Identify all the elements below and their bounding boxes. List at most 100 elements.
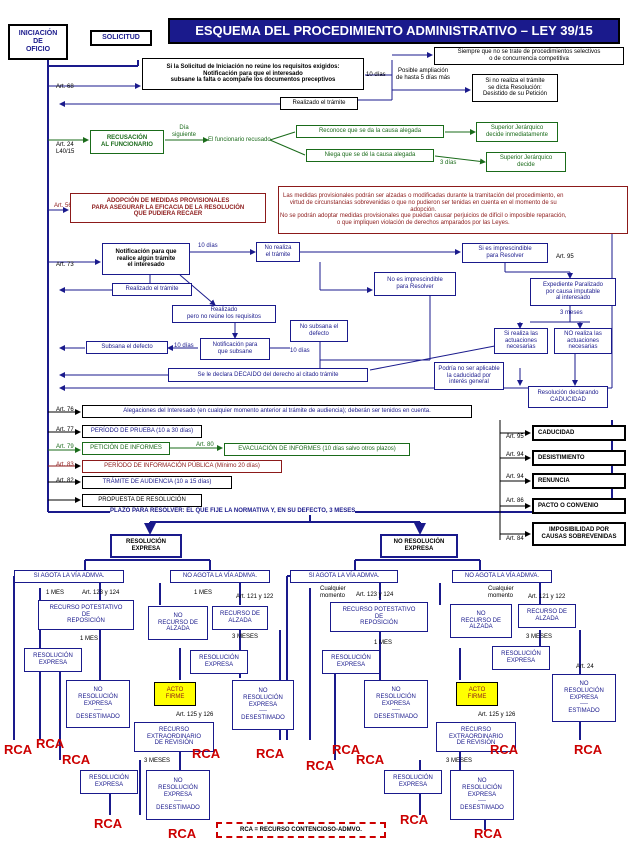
tramite-10-dias-c: 10 días xyxy=(290,348,310,354)
left-noagota-box: NO AGOTA LA VÍA ADMVA. xyxy=(170,570,270,583)
rca-label: RCA xyxy=(306,758,335,773)
no-realiza-actuaciones-box: NO realiza las actuaciones necesarias xyxy=(554,328,612,354)
art-73: Art. 73 xyxy=(56,262,74,268)
right-3-meses-b: 3 MESES xyxy=(446,758,473,764)
competitiva-box: Siempre que no se trate de procedimiento… xyxy=(434,47,624,65)
lista-art: Art. 83 xyxy=(56,462,74,468)
art-24-l40: Art. 24 L40/15 xyxy=(56,142,75,155)
reconoce-box: Reconoce que se da la causa alegada xyxy=(296,125,444,138)
ampliacion-text: Posible ampliación de hasta 5 días más xyxy=(396,68,451,81)
right-alzada-box: RECURSO DE ALZADA xyxy=(518,604,576,628)
terminacion-item: DESISTIMIENTO xyxy=(532,450,626,466)
interes-general-box: Podría no ser aplicable la caducidad por… xyxy=(434,362,504,390)
lista-art: Art. 82 xyxy=(56,478,74,484)
recusacion-3-dias: 3 días xyxy=(440,160,457,166)
subsanacion-10-dias: 10 días xyxy=(366,72,386,78)
no-resolucion-expresa-head: NO RESOLUCIÓN EXPRESA xyxy=(380,534,458,558)
terminacion-art: Art. 95 xyxy=(506,434,524,440)
solicitud-box: SOLICITUD xyxy=(90,30,152,46)
left-no-alzada-box: NO RECURSO DE ALZADA xyxy=(148,606,208,640)
art-56: Art. 56 xyxy=(54,203,72,209)
right-cualquier2: Cualquier momento xyxy=(488,586,514,599)
lista-art: Art. 77 xyxy=(56,427,74,433)
no-imprescindible-box: No es imprescindible para Resolver xyxy=(374,272,456,296)
no-realiza-tramite-box: No realiza el trámite xyxy=(256,242,300,262)
left-no-res-expresa3-box: NO RESOLUCIÓN EXPRESA ---- DESESTIMADO xyxy=(146,770,210,820)
niega-box: Niega que se dé la causa alegada xyxy=(306,149,434,162)
rca-label: RCA xyxy=(256,746,285,761)
lista-item: PERÍODO DE PRUEBA (10 a 30 días) xyxy=(82,425,202,438)
terminacion-item: PACTO O CONVENIO xyxy=(532,498,626,514)
rca-legend: RCA = RECURSO CONTENCIOSO-ADMVO. xyxy=(216,822,386,838)
right-revision-box: RECURSO EXTRAORDINARIO DE REVISIÓN xyxy=(436,722,516,752)
left-revision-box: RECURSO EXTRAORDINARIO DE REVISIÓN xyxy=(134,722,214,752)
subsana-defecto-box: Subsana el defecto xyxy=(86,341,168,354)
terminacion-art: Art. 86 xyxy=(506,498,524,504)
right-no-res-expresa-box: NO RESOLUCIÓN EXPRESA ---- DESESTIMADO xyxy=(364,680,428,728)
provisionales-nota-box: Las medidas provisionales podrán ser alz… xyxy=(278,186,628,234)
subsanacion-box: Si la Solicitud de Iniciación no reúne l… xyxy=(142,58,364,90)
lista-art: Art. 76 xyxy=(56,407,74,413)
rca-label: RCA xyxy=(94,816,123,831)
terminacion-item: CADUCIDAD xyxy=(532,425,626,441)
terminacion-art: Art. 84 xyxy=(506,536,524,542)
lista-art: Art. 79 xyxy=(56,444,74,450)
left-alzada-box: RECURSO DE ALZADA xyxy=(212,606,268,630)
art-80: Art. 80 xyxy=(196,442,214,448)
rca-label: RCA xyxy=(474,826,503,841)
lista-item: TRÁMITE DE AUDIENCIA (10 a 15 días) xyxy=(82,476,232,489)
tramite-3-meses: 3 meses xyxy=(560,310,583,316)
left-potestativo-box: RECURSO POTESTATIVO DE REPOSICIÓN xyxy=(38,600,134,630)
dia-siguiente: Día siguiente xyxy=(172,125,197,138)
lista-item: PROPUESTA DE RESOLUCIÓN xyxy=(82,494,202,507)
right-cualquier: Cualquier momento xyxy=(320,586,346,599)
left-no-res-expresa2-box: NO RESOLUCIÓN EXPRESA ---- DESESTIMADO xyxy=(232,680,294,730)
rca-label: RCA xyxy=(490,742,519,757)
left-acto-firme-box: ACTO FIRME xyxy=(154,682,196,706)
right-res-expresa-box: RESOLUCIÓN EXPRESA xyxy=(322,650,380,674)
superior-inmediato-box: Superior Jerárquico decide inmediatament… xyxy=(476,122,558,142)
lista-item: Alegaciones del Interesado (en cualquier… xyxy=(82,405,472,418)
rca-label: RCA xyxy=(356,752,385,767)
notificacion-tramite-box: Notificación para que realice algún trám… xyxy=(102,243,190,275)
lista-item: PETICIÓN DE INFORMES xyxy=(82,442,170,455)
rca-label: RCA xyxy=(36,736,65,751)
terminacion-art: Art. 94 xyxy=(506,452,524,458)
left-res-expresa-box: RESOLUCIÓN EXPRESA xyxy=(24,648,82,672)
left-1-mes: 1 MES xyxy=(46,590,65,596)
left-art-123: Art. 123 y 124 xyxy=(82,590,120,596)
left-1-mes-c: 1 MES xyxy=(194,590,213,596)
rca-label: RCA xyxy=(168,826,197,841)
tramite-10-dias-b: 10 días xyxy=(174,343,194,349)
superior-decide-box: Superior Jerárquico decide xyxy=(486,152,566,172)
realizado-tramite-box: Realizado el trámite xyxy=(280,97,358,110)
plazo-resolver: PLAZO PARA RESOLVER: EL QUE FIJE LA NORM… xyxy=(110,508,356,515)
right-res-expresa2-box: RESOLUCIÓN EXPRESA xyxy=(492,646,550,670)
right-1-mes: 1 MES xyxy=(374,640,393,646)
art-95-tramite: Art. 95 xyxy=(556,254,574,260)
si-realiza-actuaciones-box: Si realiza las actuaciones necesarias xyxy=(494,328,548,354)
left-3-meses-b: 3 MESES xyxy=(144,758,171,764)
right-agota-box: SI AGOTA LA VÍA ADMVA. xyxy=(290,570,398,583)
terminacion-item: IMPOSIBILIDAD POR CAUSAS SOBREVENIDAS xyxy=(532,522,626,546)
rca-label: RCA xyxy=(332,742,361,757)
lista-item: PERÍODO DE INFORMACIÓN PÚBLICA (Mínimo 2… xyxy=(82,460,282,473)
decaido-box: Se le declara DECAIDO del derecho al cit… xyxy=(168,368,368,382)
iniciacion-de-oficio: INICIACIÓN DE OFICIO xyxy=(8,24,68,60)
right-acto-firme-box: ACTO FIRME xyxy=(456,682,498,706)
funcionario-recusado: El funcionario recusado xyxy=(208,137,271,143)
left-res-expresa2-box: RESOLUCIÓN EXPRESA xyxy=(190,650,248,674)
paralizado-box: Expediente Paralizado por causa imputabl… xyxy=(530,278,616,306)
right-art-123: Art. 123 y 124 xyxy=(356,592,394,598)
resolucion-expresa-head: RESOLUCIÓN EXPRESA xyxy=(110,534,182,558)
right-art-24: Art. 24 xyxy=(576,664,594,670)
terminacion-item: RENUNCIA xyxy=(532,473,626,489)
left-agota-box: SI AGOTA LA VÍA ADMVA. xyxy=(14,570,124,583)
right-no-res-expresa3-box: NO RESOLUCIÓN EXPRESA ---- DESESTIMADO xyxy=(450,770,514,820)
left-1-mes-b: 1 MES xyxy=(80,636,99,642)
left-art-121: Art. 121 y 122 xyxy=(236,594,274,600)
rca-label: RCA xyxy=(192,746,221,761)
right-no-res-expresa2-box: NO RESOLUCIÓN EXPRESA ---- ESTIMADO xyxy=(552,674,616,722)
left-res-expresa3-box: RESOLUCIÓN EXPRESA xyxy=(80,770,138,794)
